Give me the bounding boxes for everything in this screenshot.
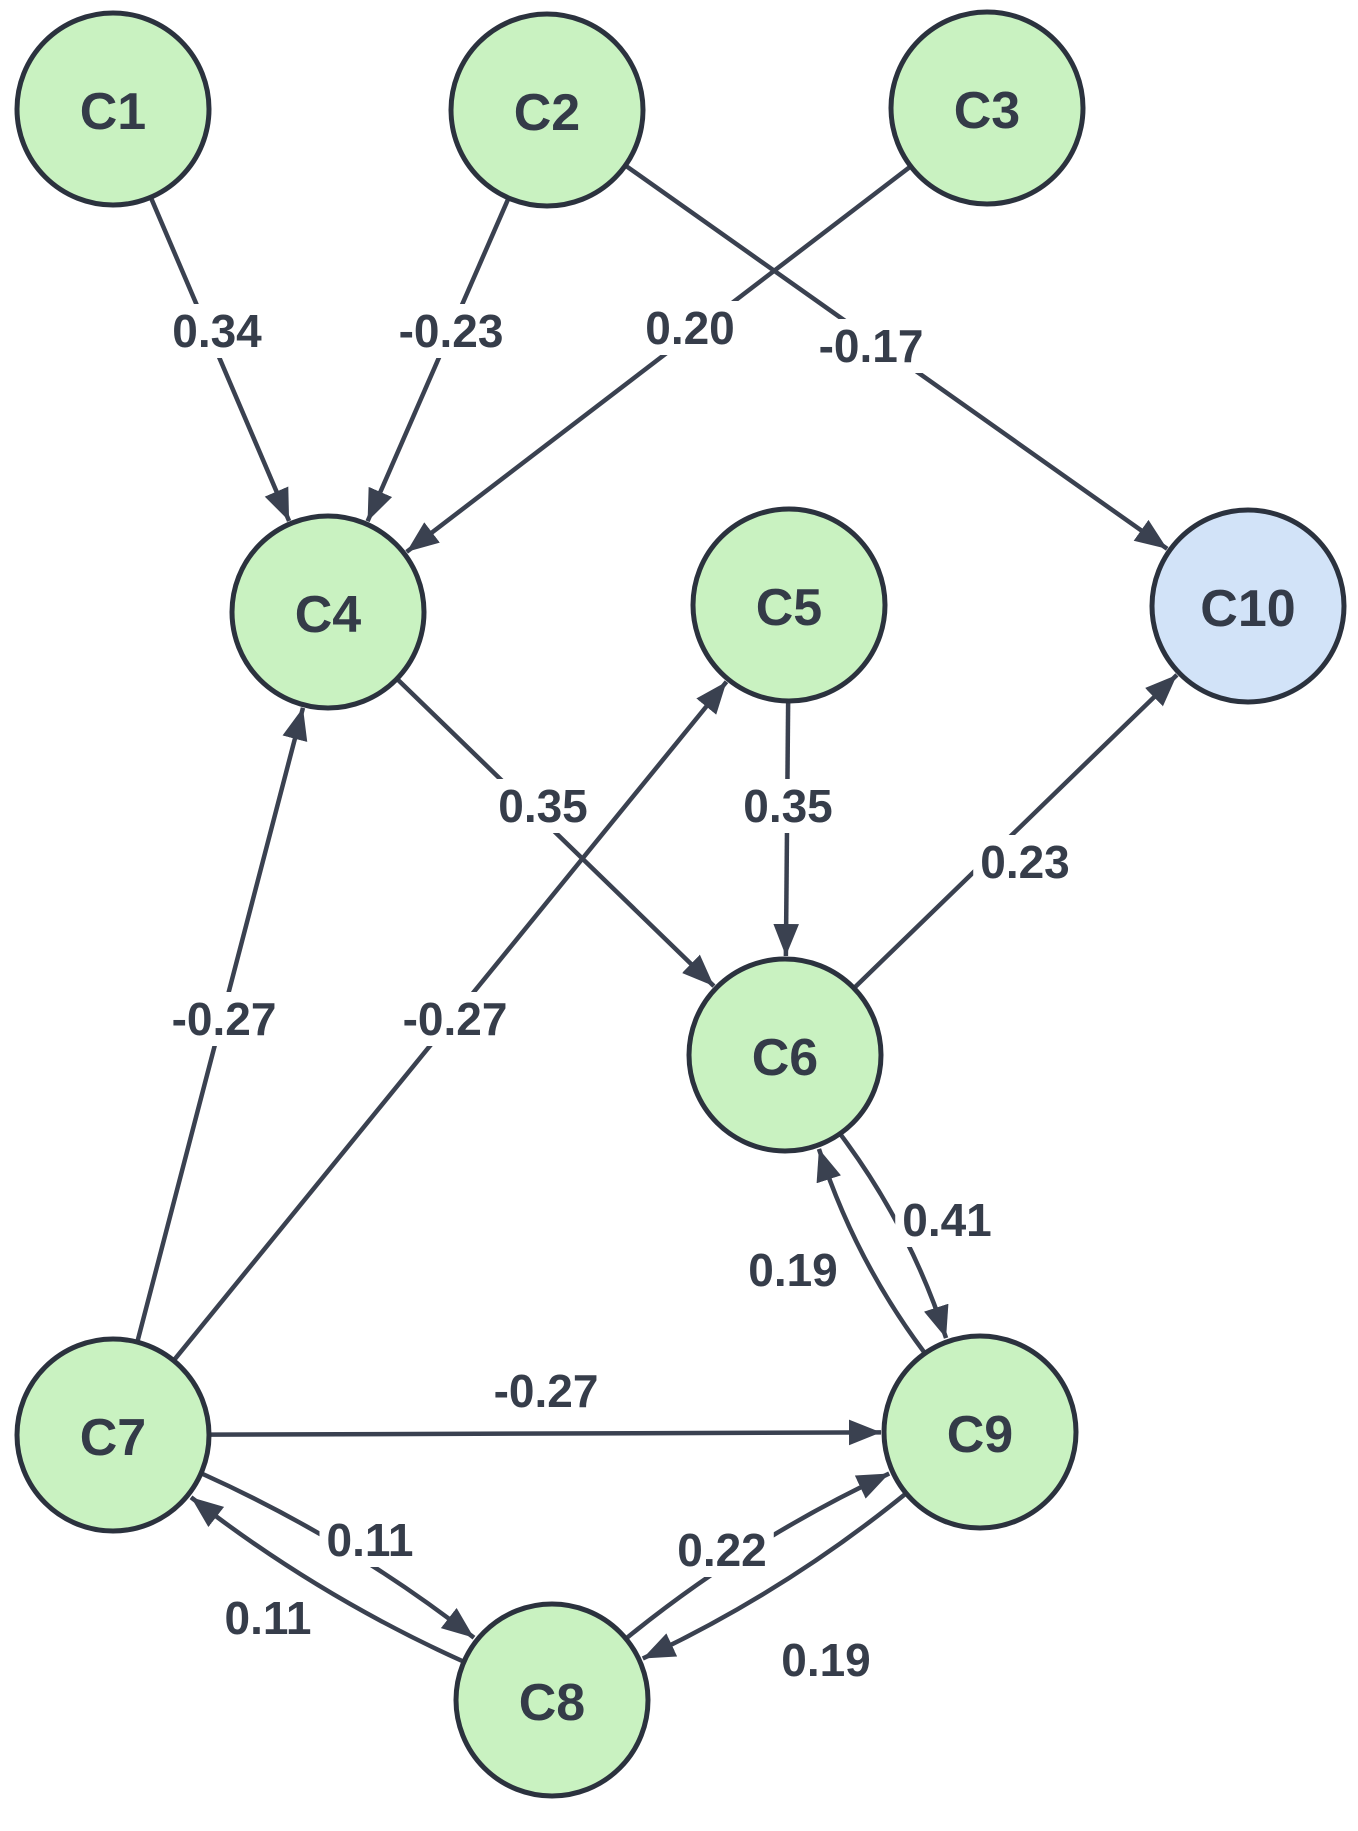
edge-c6-c10 [853, 673, 1179, 990]
node-c6-label: C6 [752, 1029, 818, 1087]
edge-label-bg [491, 779, 595, 833]
node-c8: C8 [453, 1601, 651, 1799]
edge-weight-text: -0.27 [172, 993, 277, 1045]
edge-label-bg [486, 1364, 606, 1418]
edge-label-c9-c8: 0.19 [774, 1633, 878, 1687]
edge-label-c4-c6: 0.35 [491, 779, 595, 833]
edge-label-bg [217, 1591, 319, 1645]
edge-c7-c9 [209, 1419, 882, 1446]
edge-label-c2-c10: -0.17 [811, 319, 931, 373]
edge-label-c5-c6: 0.35 [736, 779, 840, 833]
edge-weight-text: 0.19 [748, 1244, 838, 1296]
edge-label-bg [736, 779, 840, 833]
edge-label-c6-c9: 0.41 [895, 1193, 999, 1247]
node-c3-label: C3 [954, 82, 1020, 140]
edge-weight-text: 0.22 [677, 1524, 767, 1576]
edge-c9-c8 [641, 1492, 907, 1661]
node-c2-circle [448, 11, 646, 209]
edge-label-c2-c4: -0.23 [391, 304, 511, 358]
node-c8-circle [453, 1601, 651, 1799]
node-c2-label: C2 [514, 84, 580, 142]
edge-label-c7-c8: 0.11 [319, 1513, 421, 1567]
edge-label-c6-c10: 0.23 [973, 835, 1077, 889]
node-c6: C6 [686, 956, 884, 1154]
edge-weight-text: 0.23 [980, 836, 1070, 888]
node-c9-circle [881, 1333, 1079, 1531]
edge-weight-text: -0.23 [399, 305, 504, 357]
node-c4-circle [229, 513, 427, 711]
edge-weight-text: 0.41 [902, 1194, 992, 1246]
node-c2: C2 [448, 11, 646, 209]
edge-labels-layer: 0.34 -0.23 0.20 -0.17 0.35 0.35 0.23 -0.27 -0.27… [164, 301, 1077, 1687]
edge-weight-text: 0.11 [225, 1592, 312, 1644]
edge-label-bg [670, 1523, 774, 1577]
edge-weight-text: -0.17 [819, 320, 924, 372]
edge-label-bg [395, 992, 515, 1046]
edge-weight-text: 0.35 [743, 780, 833, 832]
edge-weight-text: 0.34 [172, 305, 262, 357]
edge-weight-text: -0.27 [494, 1365, 599, 1417]
node-c9-label: C9 [947, 1406, 1013, 1464]
edge-weight-text: 0.19 [781, 1634, 871, 1686]
edge-weight-text: -0.27 [403, 993, 508, 1045]
edge-label-bg [165, 304, 270, 358]
edge-label-c3-c4: 0.20 [638, 301, 742, 355]
node-c3: C3 [888, 9, 1086, 207]
node-c3-circle [888, 9, 1086, 207]
node-c4-label: C4 [295, 586, 362, 644]
edge-label-c9-c6: 0.19 [741, 1243, 845, 1297]
node-c10-label: C10 [1200, 580, 1295, 638]
edge-weight-text: 0.11 [327, 1514, 414, 1566]
node-c8-label: C8 [519, 1674, 585, 1732]
edge-label-bg [638, 301, 742, 355]
node-c1: C1 [14, 10, 212, 208]
node-c1-circle [14, 10, 212, 208]
node-c7-label: C7 [80, 1409, 146, 1467]
node-c10-circle [1149, 507, 1347, 705]
node-c1-label: C1 [80, 83, 146, 141]
edge-label-bg [741, 1243, 845, 1297]
node-c9: C9 [881, 1333, 1079, 1531]
edge-label-bg [811, 319, 931, 373]
node-c5: C5 [690, 506, 888, 704]
edge-c2-c4 [365, 198, 511, 523]
edge-label-c8-c9: 0.22 [670, 1523, 774, 1577]
edge-label-bg [895, 1193, 999, 1247]
edge-c3-c4 [405, 165, 912, 554]
edge-label-c8-c7: 0.11 [217, 1591, 319, 1645]
edge-c1-c4 [149, 197, 292, 522]
edge-label-bg [319, 1513, 421, 1567]
edge-label-c1-c4: 0.34 [165, 304, 270, 358]
node-c5-circle [690, 506, 888, 704]
edge-label-bg [774, 1633, 878, 1687]
node-c7-circle [14, 1336, 212, 1534]
edge-label-bg [391, 304, 511, 358]
edge-label-bg [973, 835, 1077, 889]
edge-label-c7-c5: -0.27 [395, 992, 515, 1046]
node-c10: C10 [1149, 507, 1347, 705]
edge-label-c7-c4: -0.27 [164, 992, 284, 1046]
edge-label-c7-c9: -0.27 [486, 1364, 606, 1418]
edge-c8-c7 [189, 1495, 464, 1664]
node-c7: C7 [14, 1336, 212, 1534]
edge-weight-text: 0.35 [498, 780, 588, 832]
node-c4: C4 [229, 513, 427, 711]
edge-c9-c6 [816, 1148, 926, 1354]
edge-label-bg [164, 992, 284, 1046]
node-c5-label: C5 [756, 579, 822, 637]
node-c6-circle [686, 956, 884, 1154]
edge-weight-text: 0.20 [645, 302, 735, 354]
